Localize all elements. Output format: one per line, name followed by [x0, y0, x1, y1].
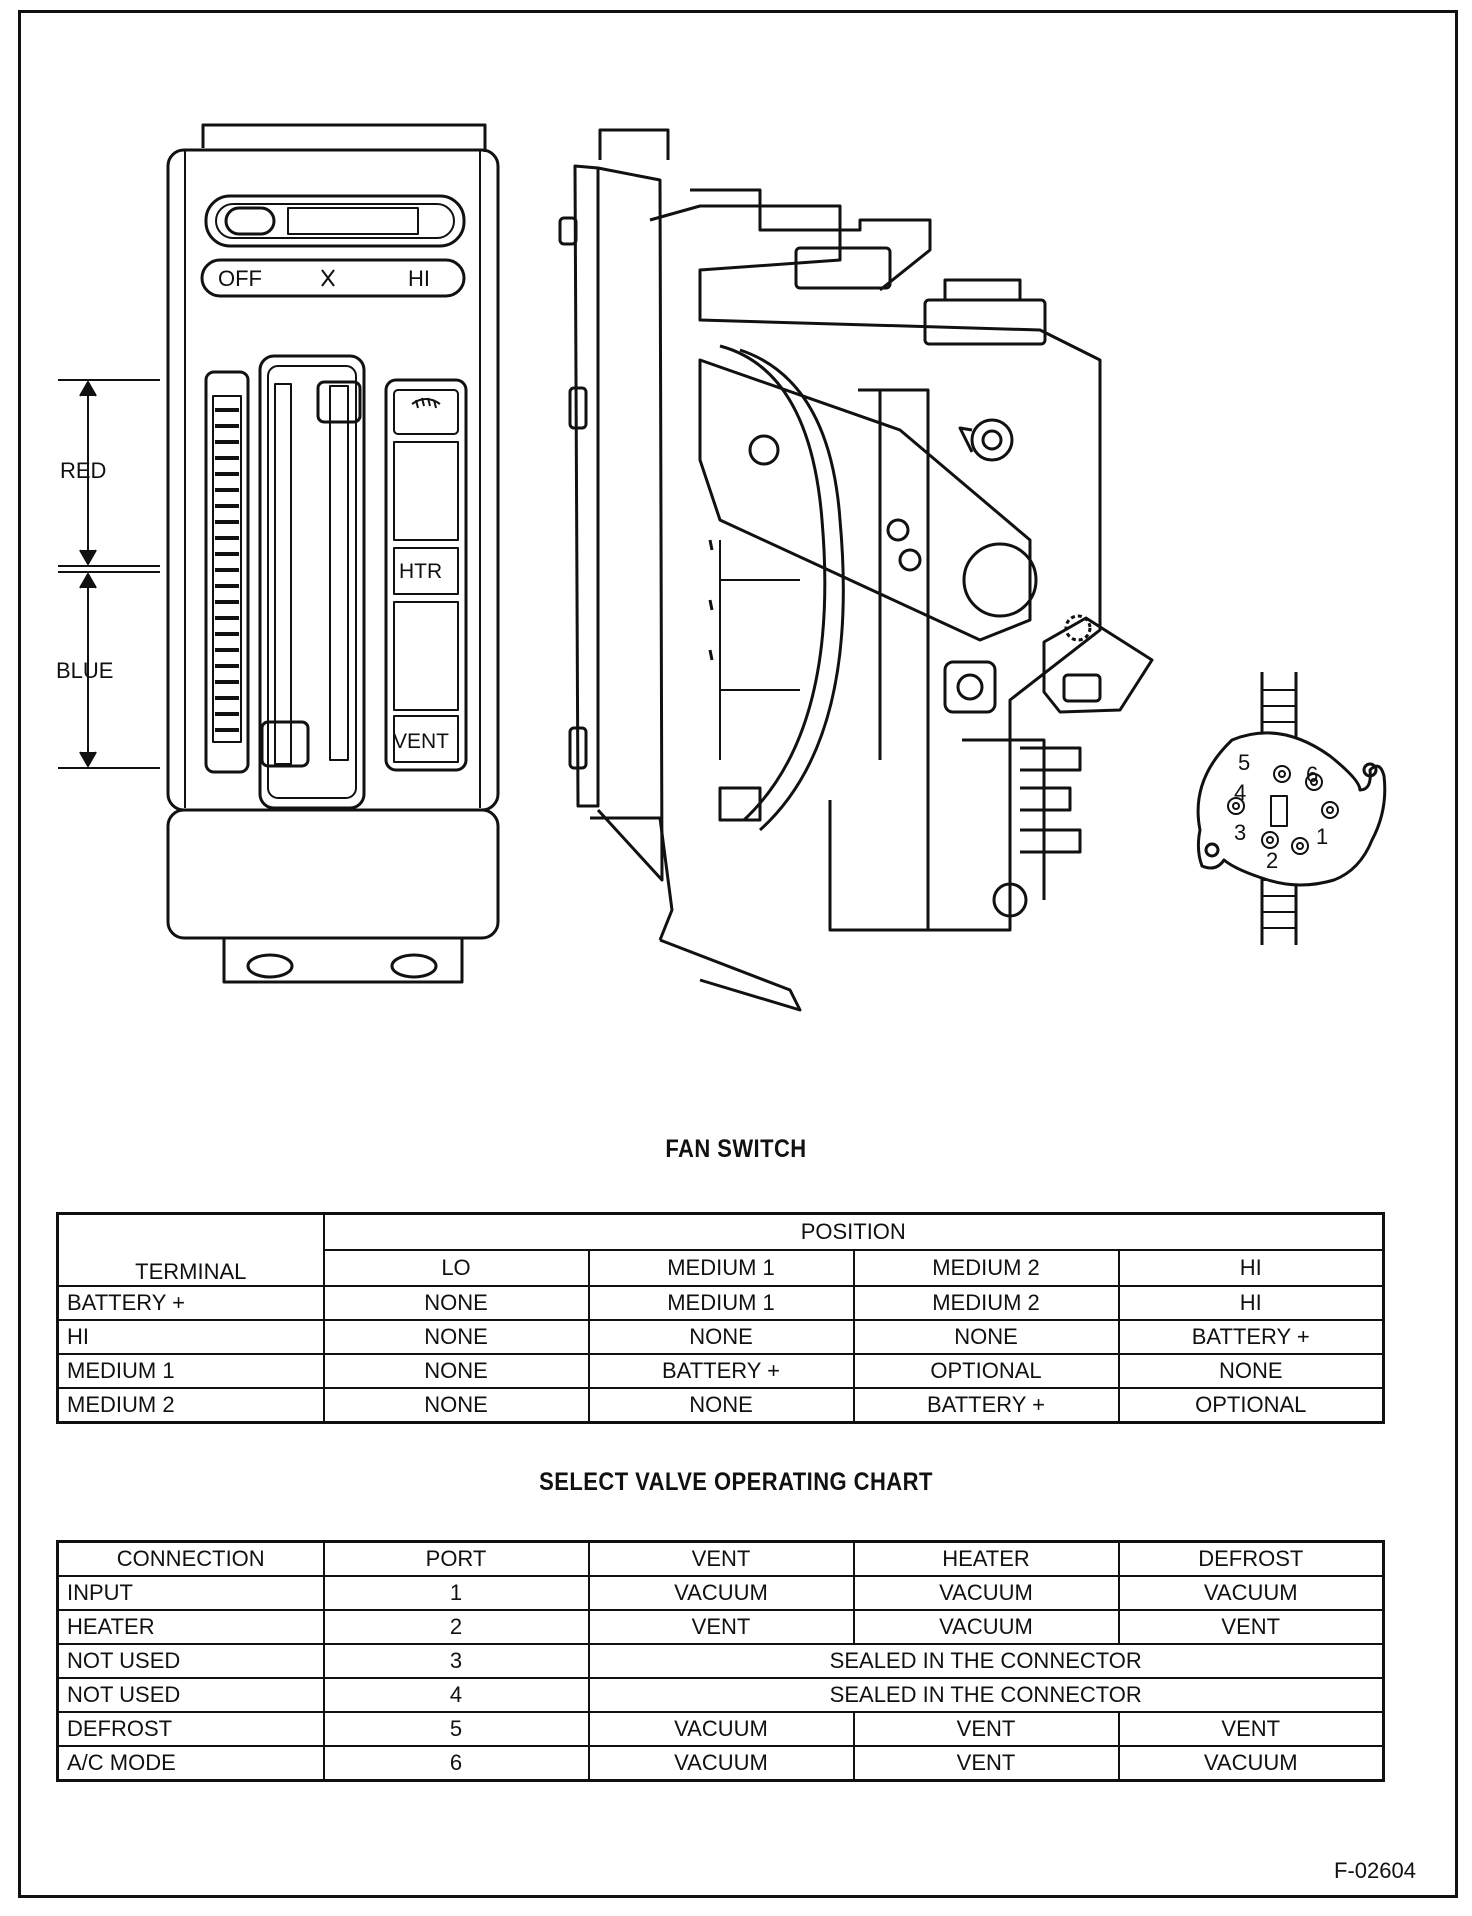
merged-cell: SEALED IN THE CONNECTOR: [587, 1643, 1385, 1679]
table-cell: NONE: [1117, 1353, 1385, 1389]
table-cell: VACUUM: [587, 1745, 855, 1782]
figure-id: F-02604: [1334, 1858, 1416, 1883]
table-cell: NONE: [322, 1353, 590, 1389]
position-col-header: MEDIUM 1: [587, 1249, 855, 1287]
dim-label-blue: BLUE: [56, 658, 113, 683]
table-cell: NONE: [587, 1387, 855, 1424]
terminal-cell: BATTERY +: [56, 1285, 325, 1321]
column-header: PORT: [322, 1540, 590, 1577]
table-cell: VACUUM: [587, 1711, 855, 1747]
page-border: [18, 10, 1458, 1898]
table-row: INPUT 1 VACUUM VACUUM VACUUM: [56, 1575, 1385, 1611]
table-cell: BATTERY +: [587, 1353, 855, 1389]
table-row: MEDIUM 2 NONE NONE BATTERY + OPTIONAL: [56, 1387, 1385, 1424]
table-cell: OPTIONAL: [852, 1353, 1120, 1389]
table-cell: MEDIUM 2: [852, 1285, 1120, 1321]
table-row: HEATER 2 VENT VACUUM VENT: [56, 1609, 1385, 1645]
position-col-header: MEDIUM 2: [852, 1249, 1120, 1287]
table-cell: VACUUM: [852, 1609, 1120, 1645]
table-row: BATTERY + NONE MEDIUM 1 MEDIUM 2 HI: [56, 1285, 1385, 1321]
terminal-cell: MEDIUM 2: [56, 1387, 325, 1424]
port-cell: 4: [322, 1677, 590, 1713]
table-row: MEDIUM 1 NONE BATTERY + OPTIONAL NONE: [56, 1353, 1385, 1389]
position-col-header: LO: [322, 1249, 590, 1287]
column-header: CONNECTION: [56, 1540, 325, 1577]
table-cell: VACUUM: [1117, 1575, 1385, 1611]
pin-label-1: 1: [1316, 824, 1328, 849]
table-cell: VACUUM: [852, 1575, 1120, 1611]
table-cell: VACUUM: [587, 1575, 855, 1611]
connection-cell: HEATER: [56, 1609, 325, 1645]
table-row: A/C MODE 6 VACUUM VENT VACUUM: [56, 1745, 1385, 1782]
pin-label-3: 3: [1234, 820, 1246, 845]
table-cell: NONE: [587, 1319, 855, 1355]
fan-icon: [321, 269, 335, 287]
table-cell: NONE: [322, 1319, 590, 1355]
table-cell: NONE: [852, 1319, 1120, 1355]
pin-label-5: 5: [1238, 750, 1250, 775]
table-row: DEFROST 5 VACUUM VENT VENT: [56, 1711, 1385, 1747]
table-cell: VENT: [587, 1609, 855, 1645]
mechanism-side-view: [558, 128, 1154, 1012]
connector-end-view: [1196, 672, 1387, 945]
fan-hi-label: HI: [408, 266, 430, 291]
port-cell: 3: [322, 1643, 590, 1679]
table-cell: OPTIONAL: [1117, 1387, 1385, 1424]
table-row: NOT USED 3 SEALED IN THE CONNECTOR: [56, 1643, 1385, 1679]
table-cell: VACUUM: [1117, 1745, 1385, 1782]
column-header: HEATER: [852, 1540, 1120, 1577]
htr-button-label: HTR: [399, 560, 442, 583]
dimension-lines: [58, 379, 160, 769]
fan-switch-title: FAN SWITCH: [665, 1135, 807, 1163]
port-cell: 5: [322, 1711, 590, 1747]
defrost-icon: [411, 397, 441, 409]
table-cell: NONE: [322, 1387, 590, 1424]
table-cell: HI: [1117, 1285, 1385, 1321]
position-col-header: HI: [1117, 1249, 1385, 1287]
table-row: HI NONE NONE NONE BATTERY +: [56, 1319, 1385, 1355]
terminal-cell: HI: [56, 1319, 325, 1355]
connection-cell: A/C MODE: [56, 1745, 325, 1782]
fan-level-bars: [215, 408, 239, 732]
connection-cell: INPUT: [56, 1575, 325, 1611]
table-row: NOT USED 4 SEALED IN THE CONNECTOR: [56, 1677, 1385, 1713]
table-cell: BATTERY +: [1117, 1319, 1385, 1355]
table-cell: NONE: [322, 1285, 590, 1321]
table-cell: VENT: [1117, 1711, 1385, 1747]
connection-cell: DEFROST: [56, 1711, 325, 1747]
terminal-header: TERMINAL: [56, 1212, 325, 1287]
merged-cell: SEALED IN THE CONNECTOR: [587, 1677, 1385, 1713]
connection-cell: NOT USED: [56, 1643, 325, 1679]
connection-cell: NOT USED: [56, 1677, 325, 1713]
pin-label-6: 6: [1306, 762, 1318, 787]
fan-off-label: OFF: [218, 266, 262, 291]
pin-label-4: 4: [1234, 780, 1246, 805]
control-panel-front-view: [166, 123, 500, 984]
port-cell: 2: [322, 1609, 590, 1645]
select-valve-title: SELECT VALVE OPERATING CHART: [539, 1468, 933, 1496]
table-cell: VENT: [852, 1711, 1120, 1747]
position-header: POSITION: [322, 1212, 1385, 1251]
select-valve-table: CONNECTION PORT VENT HEATER DEFROST INPU…: [56, 1540, 1385, 1782]
port-cell: 1: [322, 1575, 590, 1611]
column-header: DEFROST: [1117, 1540, 1385, 1577]
table-cell: MEDIUM 1: [587, 1285, 855, 1321]
dim-label-red: RED: [60, 458, 106, 483]
table-cell: VENT: [1117, 1609, 1385, 1645]
pin-label-2: 2: [1266, 848, 1278, 873]
fan-switch-table: TERMINAL POSITION LO MEDIUM 1 MEDIUM 2 H…: [56, 1212, 1385, 1424]
terminal-cell: MEDIUM 1: [56, 1353, 325, 1389]
column-header: VENT: [587, 1540, 855, 1577]
connector-pins: [1227, 765, 1339, 855]
table-cell: VENT: [852, 1745, 1120, 1782]
vent-button-label: VENT: [393, 730, 449, 753]
port-cell: 6: [322, 1745, 590, 1782]
table-cell: BATTERY +: [852, 1387, 1120, 1424]
